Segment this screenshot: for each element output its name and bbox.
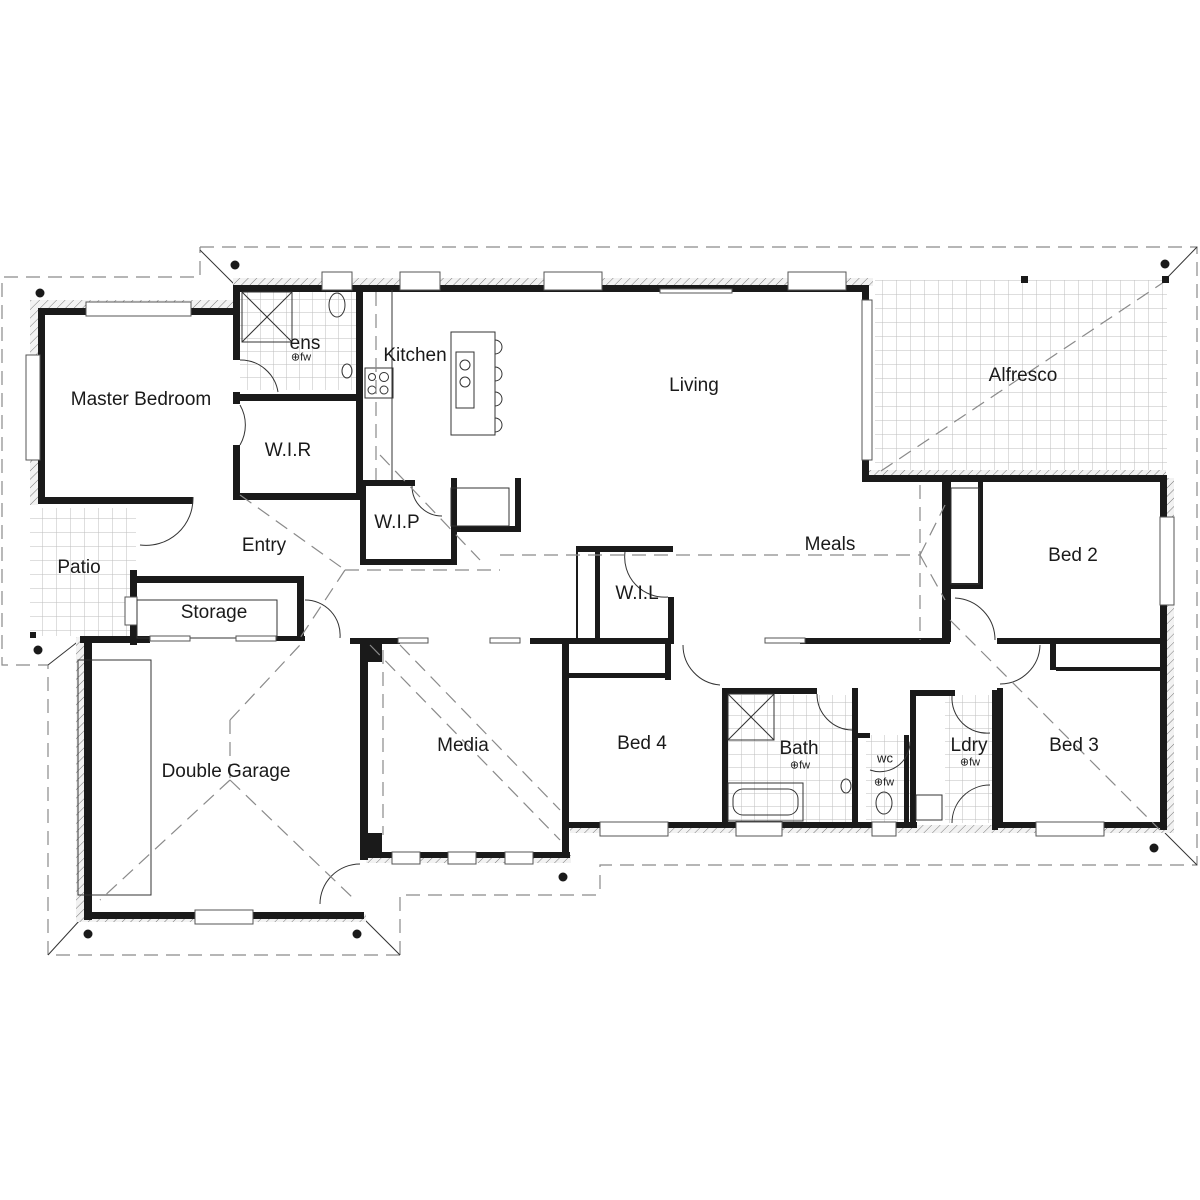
roof-outline (1, 246, 1198, 956)
room-label-media: Media (437, 735, 489, 756)
room-label-kitchen: Kitchen (383, 345, 447, 366)
roof-hip-lines (99, 279, 1168, 901)
doors (139, 359, 1041, 905)
bathtub-icon (727, 782, 804, 822)
room-label-double-garage: Double Garage (161, 761, 291, 782)
ensuite-door (239, 359, 279, 393)
room-label-ensuite: ens (289, 333, 321, 354)
room-label-bed-2: Bed 2 (1048, 545, 1098, 566)
floor-waste-icon: ⊕fw (959, 756, 981, 769)
kitchen-island (450, 331, 496, 436)
room-label-bed-4: Bed 4 (617, 733, 667, 754)
bed4-door (682, 644, 721, 686)
room-label-entry: Entry (241, 535, 287, 556)
floor-waste-icon: ⊕fw (789, 759, 811, 772)
bed3-door (999, 644, 1041, 685)
posts (30, 259, 1170, 939)
laundry-tiles (945, 695, 997, 823)
garage-side-door (319, 863, 361, 905)
room-label-wil: W.I.L (615, 583, 659, 604)
ensuite-basin-icon (341, 363, 353, 379)
bath-door (816, 693, 853, 731)
floor-waste-icon: ⊕fw (873, 776, 895, 789)
windows (25, 271, 1175, 925)
room-label-master-bedroom: Master Bedroom (70, 389, 212, 410)
garage-internal-door (304, 599, 341, 639)
wc-toilet-icon (875, 791, 893, 815)
bed2-door (954, 597, 996, 641)
floor-waste-icon: ⊕fw (290, 351, 312, 364)
room-label-bed-3: Bed 3 (1049, 735, 1099, 756)
room-label-alfresco: Alfresco (988, 365, 1058, 386)
patio-tiles (30, 508, 136, 636)
room-label-laundry: Ldry (950, 735, 988, 756)
bath-basin-icon (840, 778, 852, 794)
laundry-door (951, 695, 991, 734)
ensuite-tiles (240, 290, 358, 390)
room-label-patio: Patio (57, 557, 101, 578)
wc-tiles (866, 735, 910, 823)
wc-door (869, 741, 911, 773)
front-door (139, 496, 194, 546)
laundry-ext-door (951, 784, 991, 824)
room-label-storage: Storage (180, 602, 248, 623)
room-label-wip: W.I.P (374, 512, 420, 533)
room-label-meals: Meals (804, 534, 856, 555)
room-label-living: Living (669, 375, 719, 396)
fixtures (77, 290, 980, 896)
room-label-wc: wc (877, 750, 893, 766)
room-label-bath: Bath (779, 738, 819, 759)
wil-door (624, 551, 669, 598)
ensuite-toilet-icon (328, 292, 346, 318)
room-label-wir: W.I.R (264, 440, 312, 461)
tiled-areas (30, 280, 1167, 823)
laundry-tub-icon (915, 794, 943, 821)
